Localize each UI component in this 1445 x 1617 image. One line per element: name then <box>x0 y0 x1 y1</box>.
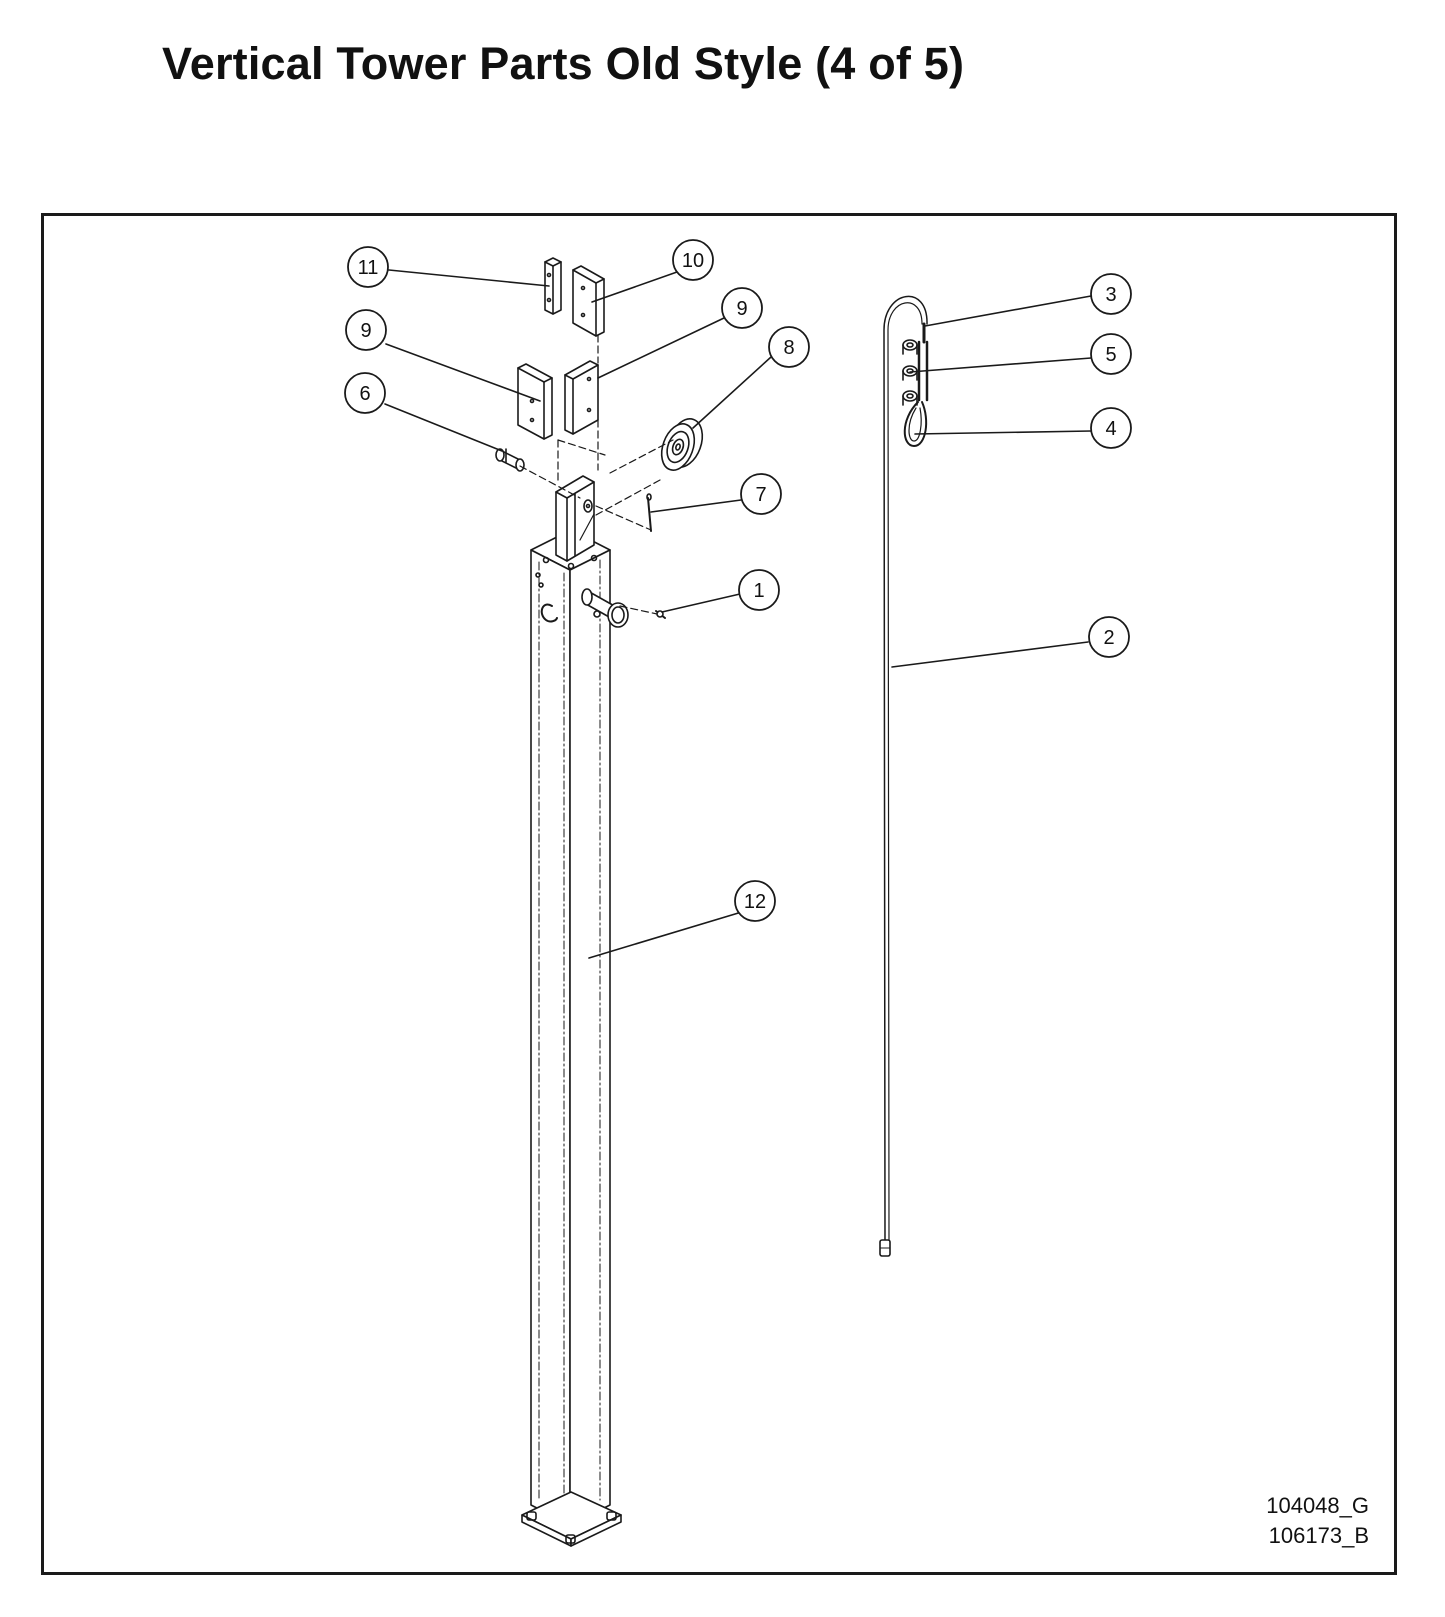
cable-assembly <box>879 295 929 1257</box>
svg-text:12: 12 <box>744 891 766 913</box>
callout-3: 3 <box>1090 273 1132 315</box>
callout-5: 5 <box>1090 333 1132 375</box>
assembly-lines <box>519 334 674 615</box>
svg-text:2: 2 <box>1103 627 1114 649</box>
callout-9-right: 9 <box>721 287 763 329</box>
callout-4: 4 <box>1090 407 1132 449</box>
tower-tube <box>530 529 611 1526</box>
svg-text:7: 7 <box>755 484 766 506</box>
side-pipe <box>581 588 629 628</box>
part-7-cotter-pin <box>646 493 652 532</box>
svg-text:10: 10 <box>682 250 704 272</box>
part-6-pin <box>495 448 525 472</box>
part-10-plate <box>572 265 605 337</box>
svg-text:9: 9 <box>736 298 747 320</box>
svg-text:11: 11 <box>358 257 379 279</box>
svg-text:6: 6 <box>359 383 370 405</box>
side-hook <box>540 603 558 623</box>
callout-11: 11 <box>347 246 389 288</box>
drawing-number-2: 106173_B <box>1269 1523 1369 1548</box>
callout-1: 1 <box>738 569 780 611</box>
svg-text:5: 5 <box>1105 344 1116 366</box>
callout-9-left: 9 <box>345 309 387 351</box>
part-8-sheave <box>660 418 704 471</box>
diagram-frame <box>41 213 1397 1575</box>
part-11-narrow-plate <box>544 257 562 315</box>
callout-10: 10 <box>672 239 714 281</box>
part-9-left-plate <box>517 363 553 440</box>
leader-lines <box>384 269 1092 959</box>
tower-base-plate <box>521 1491 622 1547</box>
part-9-right-plate <box>564 360 599 435</box>
svg-text:3: 3 <box>1105 284 1116 306</box>
svg-text:1: 1 <box>753 580 764 602</box>
callout-8: 8 <box>768 326 810 368</box>
drawing-number-1: 104048_G <box>1266 1493 1369 1518</box>
callout-12: 12 <box>734 880 776 922</box>
callout-2: 2 <box>1088 616 1130 658</box>
svg-text:9: 9 <box>360 320 371 342</box>
top-bracket <box>555 475 595 562</box>
svg-text:4: 4 <box>1105 418 1116 440</box>
svg-text:8: 8 <box>783 337 794 359</box>
callout-7: 7 <box>740 473 782 515</box>
page-title: Vertical Tower Parts Old Style (4 of 5) <box>162 38 965 89</box>
callout-6: 6 <box>344 372 386 414</box>
